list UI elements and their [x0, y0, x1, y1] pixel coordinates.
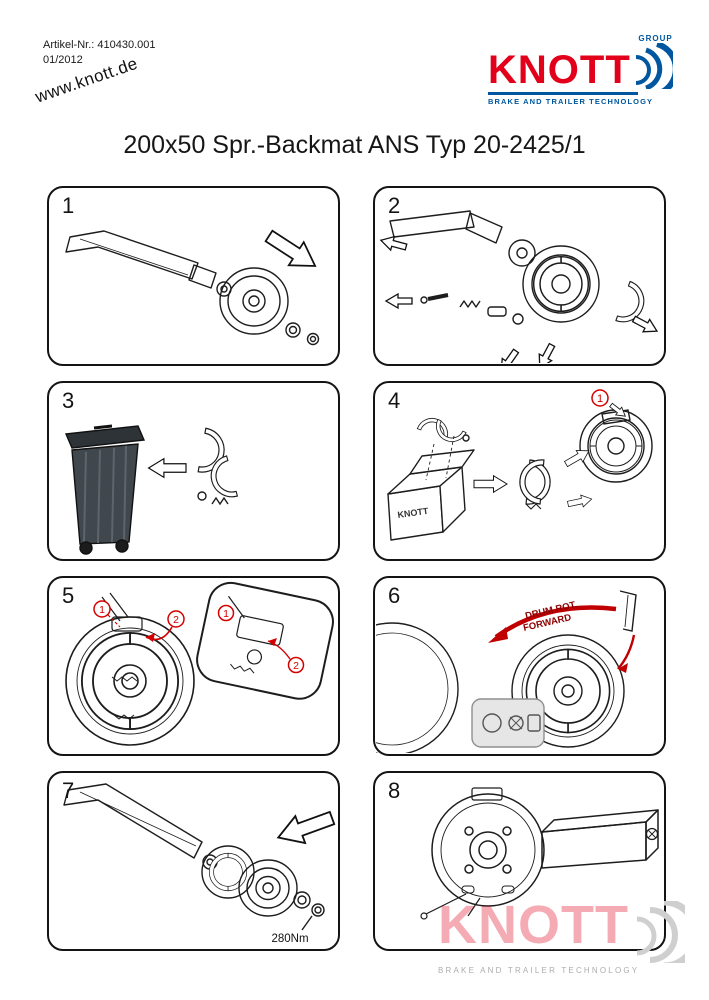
callout-1-label: 1 — [597, 393, 603, 405]
document-date: 01/2012 — [43, 53, 83, 66]
panel-6-illustration: DRUM ROT. FORWARD — [376, 590, 637, 753]
panel-4-number: 4 — [388, 388, 401, 413]
page-title: 200x50 Spr.-Backmat ANS Typ 20-2425/1 — [123, 131, 586, 159]
panel-5-illustration: 1 2 1 2 — [65, 581, 334, 746]
reassembly-view — [63, 783, 325, 931]
logo-tagline: BRAKE AND TRAILER TECHNOLOGY — [488, 97, 654, 106]
watermark-wordmark: KNOTT — [438, 895, 629, 955]
panel-1-illustration — [65, 223, 324, 346]
discard-direction-arrow — [148, 458, 187, 478]
breakaway-cable — [425, 893, 467, 915]
callout-1-label: 1 — [99, 604, 105, 616]
panel-2: 2 — [373, 186, 666, 366]
panel-7: 7 280Nm — [47, 771, 340, 951]
step-callouts: 1 2 1 2 — [93, 600, 305, 674]
expander-detail-view — [196, 581, 334, 700]
panel-8-number: 8 — [388, 778, 401, 803]
panel-7-number: 7 — [62, 778, 75, 803]
drum-rotation-annotation: DRUM ROT. FORWARD — [488, 599, 636, 673]
knott-watermark: KNOTT BRAKE AND TRAILER TECHNOLOGY — [438, 895, 704, 975]
box-label: KNOTT — [397, 506, 430, 520]
logo-wordmark: KNOTT — [488, 48, 631, 92]
panel-3-illustration — [64, 424, 238, 555]
waste-bin — [64, 424, 146, 555]
panel-5: 5 1 — [47, 576, 340, 756]
exploded-brake-parts — [389, 210, 651, 329]
detail-callout-2-label: 2 — [293, 660, 299, 672]
watermark-tagline: BRAKE AND TRAILER TECHNOLOGY — [438, 966, 640, 975]
logo-rule — [488, 92, 638, 95]
new-shoe-set — [517, 457, 553, 510]
panel-8: 8 — [373, 771, 666, 951]
panel-6-number: 6 — [388, 583, 401, 608]
panel-5-number: 5 — [62, 583, 75, 608]
detail-callout-1-label: 1 — [223, 608, 229, 620]
removal-direction-arrow — [260, 223, 324, 279]
old-brake-shoes — [197, 427, 238, 506]
document-header: Artikel-Nr.: 410430.001 01/2012 — [43, 38, 156, 68]
backplate-assembly — [579, 409, 653, 483]
logo-group-label: GROUP — [638, 34, 673, 43]
mounting-direction-arrow — [272, 803, 337, 852]
torque-leader-line — [301, 915, 313, 931]
panel-4-illustration: KNOTT — [387, 389, 653, 541]
panel-1-number: 1 — [62, 193, 75, 218]
knott-logo: KNOTT GROUP BRAKE AND TRAILER TECHNOLOGY — [488, 34, 674, 106]
panel-8-illustration — [420, 787, 659, 920]
axle-drum-assembly — [65, 230, 320, 346]
panel-3-number: 3 — [62, 388, 75, 413]
panel-3: 3 — [47, 381, 340, 561]
finished-assembly-rear-view — [420, 787, 659, 920]
panel-4: 4 KNOTT — [373, 381, 666, 561]
panel-2-number: 2 — [388, 193, 401, 218]
callout-1: 1 — [591, 389, 629, 421]
article-number: Artikel-Nr.: 410430.001 — [43, 39, 156, 51]
torque-label: 280Nm — [271, 933, 308, 945]
logo-waves-icon — [635, 43, 673, 89]
panel-7-illustration: 280Nm — [63, 783, 337, 945]
spare-parts-box: KNOTT — [387, 413, 475, 541]
watermark-waves-icon — [636, 901, 685, 963]
panel-6: 6 DRUM ROT. FO — [373, 576, 666, 756]
panel-1: 1 — [47, 186, 340, 366]
panel-2-illustration — [378, 210, 661, 363]
callout-2-label: 2 — [173, 614, 179, 626]
instruction-panels-grid: 1 2 — [47, 186, 666, 951]
brake-adjustment-view — [376, 590, 637, 753]
